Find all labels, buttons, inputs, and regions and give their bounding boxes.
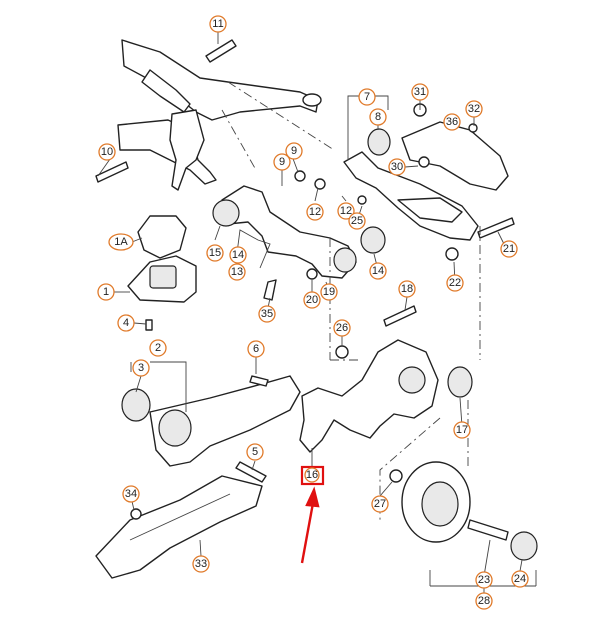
callout-36[interactable]: 36: [443, 113, 461, 131]
svg-text:19: 19: [323, 286, 335, 298]
svg-text:30: 30: [391, 161, 403, 173]
svg-text:34: 34: [125, 488, 137, 500]
callout-12-right[interactable]: 12: [337, 202, 355, 220]
callout-22[interactable]: 22: [446, 274, 464, 292]
svg-text:14: 14: [232, 249, 244, 261]
callout-11[interactable]: 11: [209, 15, 227, 33]
callout-26[interactable]: 26: [333, 319, 351, 337]
callout-7[interactable]: 7: [358, 88, 376, 106]
callout-5[interactable]: 5: [246, 443, 264, 461]
svg-text:13: 13: [231, 266, 243, 278]
subframe-drawing: [117, 39, 322, 191]
svg-text:7: 7: [364, 91, 370, 103]
callout-16-highlighted[interactable]: 16: [300, 465, 325, 486]
svg-text:32: 32: [468, 103, 480, 115]
svg-text:33: 33: [195, 558, 207, 570]
svg-text:1: 1: [103, 286, 109, 298]
callout-14-right[interactable]: 14: [369, 262, 387, 280]
callout-15[interactable]: 15: [206, 244, 224, 262]
svg-text:18: 18: [401, 283, 413, 295]
svg-text:17: 17: [456, 424, 468, 436]
highlight-arrow: [300, 486, 320, 564]
svg-text:27: 27: [374, 498, 386, 510]
trailing-arm-drawing: [121, 375, 301, 467]
hub-drawing: [389, 461, 538, 561]
callout-2[interactable]: 2: [149, 339, 167, 357]
svg-text:20: 20: [306, 294, 318, 306]
callout-27[interactable]: 27: [371, 495, 389, 513]
svg-text:2: 2: [155, 342, 161, 354]
callout-3[interactable]: 3: [132, 359, 150, 377]
callout-19[interactable]: 19: [320, 283, 338, 301]
callout-14-left[interactable]: 14: [229, 246, 247, 264]
shield-drawing: [95, 475, 263, 579]
svg-text:10: 10: [101, 146, 113, 158]
svg-text:8: 8: [375, 111, 381, 123]
fasteners-drawing: [95, 39, 515, 520]
callout-33[interactable]: 33: [192, 555, 210, 573]
svg-text:35: 35: [261, 308, 273, 320]
callout-9-upper[interactable]: 9: [285, 142, 303, 160]
upper-link-drawing: [212, 185, 357, 279]
svg-text:5: 5: [252, 446, 258, 458]
callout-8[interactable]: 8: [369, 108, 387, 126]
svg-text:4: 4: [123, 317, 129, 329]
svg-text:28: 28: [478, 595, 490, 607]
mount-1-drawing: [127, 215, 197, 303]
callout-6[interactable]: 6: [247, 340, 265, 358]
svg-text:21: 21: [503, 243, 515, 255]
callout-1[interactable]: 1: [97, 283, 115, 301]
svg-text:9: 9: [279, 156, 285, 168]
callout-9-lower[interactable]: 9: [273, 153, 291, 171]
callout-13[interactable]: 13: [228, 263, 246, 281]
svg-text:3: 3: [138, 362, 144, 374]
svg-text:9: 9: [291, 145, 297, 157]
svg-text:26: 26: [336, 322, 348, 334]
callout-34[interactable]: 34: [122, 485, 140, 503]
svg-text:24: 24: [514, 573, 526, 585]
lower-wishbone-drawing: [343, 151, 479, 254]
svg-text:6: 6: [253, 343, 259, 355]
svg-text:12: 12: [340, 205, 352, 217]
callout-30[interactable]: 30: [388, 158, 406, 176]
callout-12-left[interactable]: 12: [306, 203, 324, 221]
callout-20[interactable]: 20: [303, 291, 321, 309]
callout-24[interactable]: 24: [511, 570, 529, 588]
callout-23[interactable]: 23: [475, 571, 493, 589]
callout-32[interactable]: 32: [465, 100, 483, 118]
svg-text:14: 14: [372, 265, 384, 277]
svg-text:15: 15: [209, 247, 221, 259]
svg-text:31: 31: [414, 86, 426, 98]
svg-text:25: 25: [351, 215, 363, 227]
wheel-carrier-drawing: [299, 339, 473, 453]
svg-text:1A: 1A: [114, 236, 128, 248]
callout-17[interactable]: 17: [453, 421, 471, 439]
svg-text:11: 11: [212, 18, 223, 30]
svg-text:12: 12: [309, 206, 321, 218]
svg-text:16: 16: [306, 469, 318, 481]
callout-21[interactable]: 21: [500, 240, 518, 258]
callout-25[interactable]: 25: [348, 212, 366, 230]
callout-10[interactable]: 10: [98, 143, 116, 161]
callout-4[interactable]: 4: [117, 314, 135, 332]
callout-28[interactable]: 28: [475, 592, 493, 610]
callout-31[interactable]: 31: [411, 83, 429, 101]
callout-18[interactable]: 18: [398, 280, 416, 298]
callout-1A[interactable]: 1A: [108, 233, 134, 251]
callout-35[interactable]: 35: [258, 305, 276, 323]
svg-text:23: 23: [478, 574, 490, 586]
svg-text:22: 22: [449, 277, 461, 289]
svg-text:36: 36: [446, 116, 458, 128]
